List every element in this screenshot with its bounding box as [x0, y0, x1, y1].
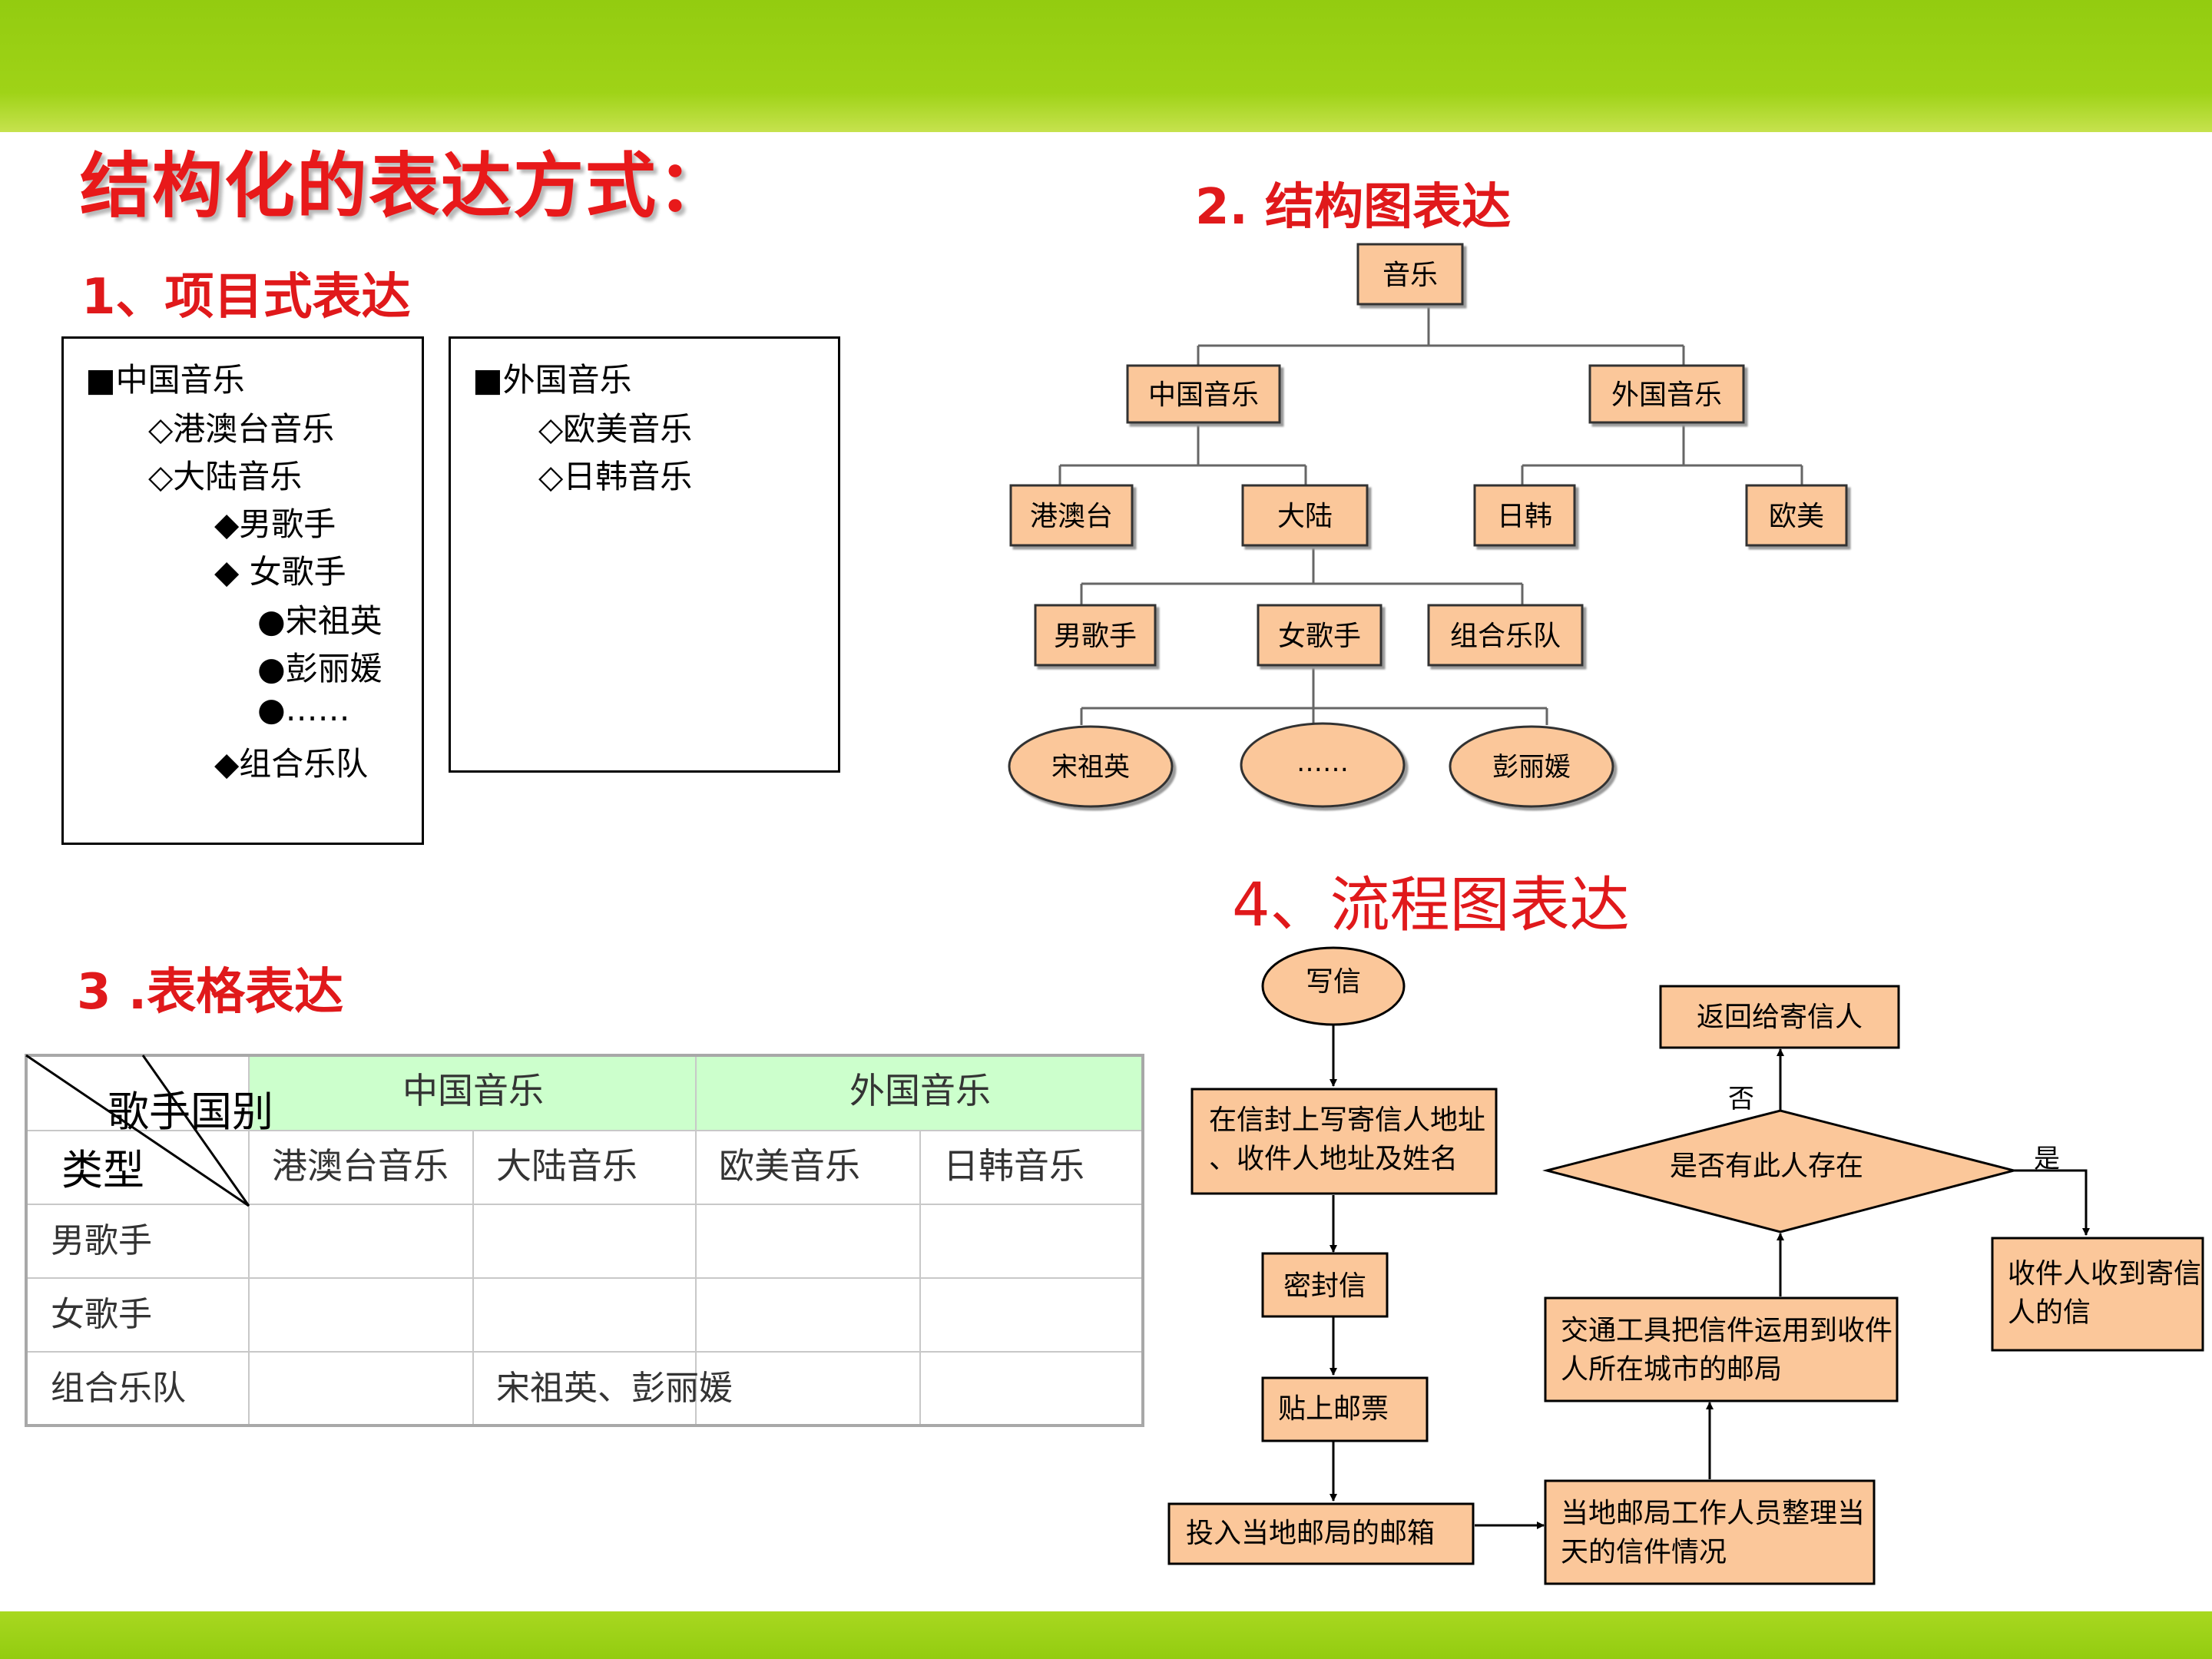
page-title: 结构化的表达方式：: [80, 145, 730, 227]
tree-node-china: 中国音乐: [1126, 364, 1281, 424]
tree-node-peng: 彭丽媛: [1449, 725, 1614, 808]
table-corner-diagonal: [25, 1054, 250, 1207]
table-corner-bottom: 类型: [61, 1146, 144, 1194]
section-title-list: 1、项目式表达: [81, 269, 411, 326]
tree-node-song: 宋祖英: [1008, 725, 1174, 808]
svg-text:男歌手: 男歌手: [1054, 621, 1137, 652]
bottom-banner: [0, 1611, 2212, 1659]
table-corner-diagonal: [141, 1055, 250, 1207]
svg-text:彭丽媛: 彭丽媛: [1492, 752, 1571, 783]
svg-text:中国音乐: 中国音乐: [1148, 379, 1259, 411]
svg-text:……: ……: [1296, 747, 1349, 778]
flow-start: 写信: [1261, 946, 1406, 1026]
svg-text:欧美: 欧美: [1769, 501, 1824, 532]
flow-step-mailbox: 投入当地邮局的邮箱: [1167, 1502, 1475, 1565]
flow-step-text: 在信封上写寄信人地址、收件人地址及姓名: [1209, 1104, 1485, 1174]
table-col-header: 日韩音乐: [943, 1145, 1084, 1187]
table-col-header: 港澳台音乐: [272, 1145, 449, 1187]
table-row-header: 组合乐队: [51, 1369, 186, 1408]
table-col-header: 欧美音乐: [719, 1145, 860, 1187]
list-item: ■中国音乐: [85, 361, 245, 399]
flow-step-return: 返回给寄信人: [1659, 985, 1900, 1049]
svg-text:音乐: 音乐: [1382, 260, 1438, 291]
tree-node-dots: ……: [1240, 722, 1406, 808]
svg-text:组合乐队: 组合乐队: [1450, 621, 1561, 652]
list-box-foreign: ■外国音乐 ◇欧美音乐 ◇日韩音乐: [449, 336, 840, 773]
list-item: ■外国音乐: [472, 361, 632, 399]
flow-step-stamp: 贴上邮票: [1261, 1376, 1429, 1442]
flow-step-text: 当地邮局工作人员整理当天的信件情况: [1561, 1498, 1865, 1568]
svg-text:外国音乐: 外国音乐: [1611, 379, 1722, 411]
svg-text:返回给寄信人: 返回给寄信人: [1697, 1002, 1863, 1033]
svg-text:女歌手: 女歌手: [1278, 621, 1361, 652]
table-group-header: 中国音乐: [402, 1070, 544, 1111]
list-box-china: ■中国音乐 ◇港澳台音乐 ◇大陆音乐 ◆男歌手 ◆ 女歌手 ●宋祖英 ●彭丽媛 …: [61, 336, 424, 845]
tree-node-euus: 欧美: [1745, 484, 1848, 547]
tree-node-mainland: 大陆: [1241, 484, 1369, 547]
table-row-header: 男歌手: [51, 1221, 152, 1260]
svg-text:投入当地邮局的邮箱: 投入当地邮局的邮箱: [1186, 1518, 1435, 1549]
svg-text:大陆: 大陆: [1277, 501, 1333, 532]
tree-node-female: 女歌手: [1257, 604, 1382, 667]
list-item: ◆ 女歌手: [214, 553, 346, 591]
svg-text:贴上邮票: 贴上邮票: [1278, 1393, 1389, 1425]
svg-text:港澳台: 港澳台: [1030, 501, 1113, 532]
svg-text:写信: 写信: [1306, 966, 1361, 998]
flowchart: 写信 在信封上写寄信人地址、收件人地址及姓名 密封信 贴上邮票 投入当地邮局的邮…: [1167, 946, 2204, 1585]
tree-connectors: [1058, 306, 1803, 725]
svg-text:密封信: 密封信: [1283, 1270, 1366, 1302]
table-row-header: 女歌手: [51, 1295, 152, 1334]
flow-decision: 是否有此人存在: [1542, 1109, 2018, 1233]
flow-step-text: 交通工具把信件运用到收件人所在城市的邮局: [1561, 1315, 1892, 1385]
list-item: ◇日韩音乐: [538, 458, 693, 495]
list-item: ●……: [257, 690, 350, 728]
music-table: 歌手国别 类型 中国音乐 外国音乐 港澳台音乐 大陆音乐 欧美音乐 日韩音乐 男…: [25, 1054, 1144, 1427]
section-title-tree: 2. 结构图表达: [1195, 179, 1512, 236]
table-grid: [26, 1055, 1143, 1426]
list-item: ◇港澳台音乐: [148, 410, 335, 448]
flow-step-text: 收件人收到寄信人的信: [2008, 1258, 2201, 1328]
table-corner-top: 歌手国别: [108, 1088, 273, 1136]
list-item: ●宋祖英: [257, 602, 382, 640]
flow-step-address: 在信封上写寄信人地址、收件人地址及姓名: [1190, 1088, 1498, 1195]
tree-node-band: 组合乐队: [1427, 604, 1584, 667]
tree-node-foreign: 外国音乐: [1588, 364, 1745, 424]
svg-text:是否有此人存在: 是否有此人存在: [1670, 1151, 1863, 1182]
tree-nodes: 音乐 中国音乐 外国音乐 港澳台 大陆 日韩 欧美 男歌手: [1008, 243, 1848, 808]
table-cell: 宋祖英、彭丽媛: [496, 1369, 733, 1408]
svg-text:宋祖英: 宋祖英: [1051, 752, 1130, 783]
list-item: ●彭丽媛: [257, 650, 382, 687]
section-title-table: 3 .表格表达: [77, 964, 344, 1021]
table-col-header: 大陆音乐: [496, 1145, 637, 1187]
flow-step-transport: 交通工具把信件运用到收件人所在城市的邮局: [1544, 1296, 1899, 1402]
list-item: ◇欧美音乐: [538, 410, 693, 448]
list-item: ◆男歌手: [214, 505, 336, 543]
tree-node-male: 男歌手: [1034, 604, 1157, 667]
flow-arrows: [1330, 1025, 2090, 1529]
flow-label-yes: 是: [2034, 1144, 2060, 1174]
list-item: ◆组合乐队: [214, 745, 369, 783]
top-banner: [0, 0, 2212, 132]
flow-label-no: 否: [1728, 1084, 1754, 1114]
flow-step-sort: 当地邮局工作人员整理当天的信件情况: [1544, 1479, 1876, 1585]
svg-text:日韩: 日韩: [1497, 501, 1552, 532]
tree-node-root: 音乐: [1356, 243, 1464, 306]
list-item: ◇大陆音乐: [148, 458, 303, 495]
tree-node-jk: 日韩: [1473, 484, 1576, 547]
table-group-header: 外国音乐: [849, 1070, 991, 1111]
flow-step-received: 收件人收到寄信人的信: [1991, 1237, 2204, 1352]
section-title-flow: 4、流程图表达: [1232, 871, 1630, 940]
tree-node-hk: 港澳台: [1009, 484, 1134, 547]
flow-step-seal: 密封信: [1261, 1252, 1389, 1318]
